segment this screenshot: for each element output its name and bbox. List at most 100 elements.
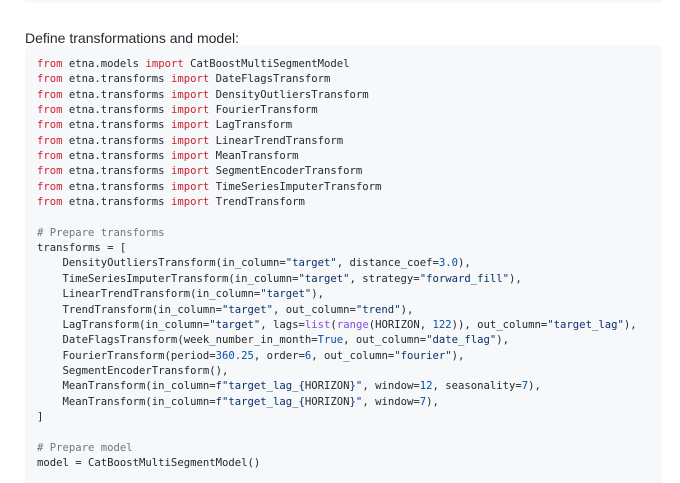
code-text: etna.transforms: [62, 165, 171, 178]
code-content[interactable]: from etna.models import CatBoostMultiSeg…: [37, 57, 637, 471]
code-string: "fourier": [394, 349, 452, 362]
code-text: (HORIZON,: [368, 318, 433, 331]
code-text: DensityOutliersTransform: [209, 88, 369, 101]
code-text: etna.transforms: [62, 73, 171, 86]
code-text: , order=: [253, 349, 305, 362]
code-text: ]: [37, 410, 44, 423]
code-builtin: range: [336, 318, 369, 331]
code-keyword: import: [170, 150, 210, 163]
code-number: 7: [419, 395, 427, 408]
code-line: # Prepare model: [37, 441, 637, 456]
code-builtin: list: [304, 318, 331, 331]
code-text: HORIZON: [304, 395, 350, 408]
code-text: ),: [457, 257, 471, 270]
code-text: HORIZON: [304, 380, 350, 393]
code-line: ]: [37, 410, 637, 425]
code-line: FourierTransform(period=360.25, order=6,…: [37, 349, 637, 364]
code-comment: # Prepare transforms: [37, 226, 165, 239]
code-text: FourierTransform: [209, 104, 318, 117]
code-string: "target": [221, 303, 273, 316]
code-keyword: from: [37, 88, 63, 101]
code-text: transforms = [: [37, 242, 127, 255]
code-text: DensityOutliersTransform(in_column=: [37, 257, 286, 270]
code-line: TimeSeriesImputerTransform(in_column="ta…: [37, 272, 637, 287]
code-line: DateFlagsTransform(week_number_in_month=…: [37, 333, 637, 348]
code-text: MeanTransform(in_column=: [37, 395, 216, 408]
code-text: ),: [311, 288, 325, 301]
code-string: "target": [298, 272, 350, 285]
code-text: (: [330, 318, 337, 331]
code-keyword: from: [37, 165, 63, 178]
code-text: etna.transforms: [62, 119, 171, 132]
code-text: SegmentEncoderTransform(),: [37, 364, 229, 377]
code-keyword: from: [37, 134, 63, 147]
code-line: MeanTransform(in_column=f"target_lag_{HO…: [37, 395, 637, 410]
code-line: # Prepare transforms: [37, 226, 637, 241]
previous-block-edge: [25, 0, 662, 3]
code-text: DateFlagsTransform(week_number_in_month=: [37, 334, 318, 347]
code-text: TrendTransform(in_column=: [37, 303, 222, 316]
code-keyword: import: [170, 180, 210, 193]
code-text: , seasonality=: [432, 380, 522, 393]
code-string: "target_lag": [547, 318, 624, 331]
code-text: ),: [623, 318, 637, 331]
code-text: , window=: [362, 380, 420, 393]
code-text: LinearTrendTransform(in_column=: [37, 288, 261, 301]
code-string: "trend": [355, 303, 401, 316]
code-number: 6: [304, 349, 312, 362]
code-line: from etna.transforms import SegmentEncod…: [37, 164, 637, 179]
code-keyword: from: [37, 119, 63, 132]
code-keyword: import: [170, 165, 210, 178]
code-text: FourierTransform(period=: [37, 349, 216, 362]
section-intro-text: Define transformations and model:: [25, 30, 239, 46]
code-text: ),: [496, 334, 510, 347]
code-text: MeanTransform: [209, 150, 299, 163]
code-number: 7: [521, 380, 529, 393]
code-line: transforms = [: [37, 241, 637, 256]
code-keyword: import: [170, 196, 210, 209]
code-line: from etna.transforms import DensityOutli…: [37, 88, 637, 103]
code-text: LinearTrendTransform: [209, 134, 344, 147]
code-line: TrendTransform(in_column="target", out_c…: [37, 303, 637, 318]
code-string: }": [349, 380, 363, 393]
code-line: from etna.transforms import DateFlagsTra…: [37, 72, 637, 87]
code-block[interactable]: from etna.models import CatBoostMultiSeg…: [25, 45, 662, 483]
code-string: "forward_fill": [419, 272, 509, 285]
code-text: etna.transforms: [62, 150, 171, 163]
code-line: from etna.transforms import FourierTrans…: [37, 103, 637, 118]
code-keyword: import: [170, 88, 210, 101]
code-text: TimeSeriesImputerTransform: [209, 180, 382, 193]
code-line: MeanTransform(in_column=f"target_lag_{HO…: [37, 379, 637, 394]
code-string: f"target_lag_{: [215, 395, 305, 408]
code-text: MeanTransform(in_column=: [37, 380, 216, 393]
code-keyword: from: [37, 180, 63, 193]
code-line: LinearTrendTransform(in_column="target")…: [37, 287, 637, 302]
code-line: DensityOutliersTransform(in_column="targ…: [37, 256, 637, 271]
code-keyword: import: [170, 104, 210, 117]
code-keyword: import: [170, 73, 210, 86]
code-line: from etna.models import CatBoostMultiSeg…: [37, 57, 637, 72]
code-line: ​: [37, 210, 637, 225]
code-text: etna.models: [62, 58, 146, 70]
code-text: ),: [509, 272, 522, 285]
code-keyword: import: [170, 119, 210, 132]
code-text: etna.transforms: [62, 88, 171, 101]
code-text: , window=: [362, 395, 420, 408]
code-number: 122: [432, 318, 452, 331]
code-text: , out_column=: [343, 334, 427, 347]
code-text: , out_column=: [273, 303, 356, 316]
code-text: , distance_coef=: [336, 257, 439, 270]
code-line: model = CatBoostMultiSegmentModel(): [37, 456, 637, 471]
code-text: , out_column=: [311, 349, 395, 362]
code-text: etna.transforms: [62, 134, 171, 147]
code-line: from etna.transforms import MeanTransfor…: [37, 149, 637, 164]
code-number: 3.0: [438, 257, 458, 270]
code-text: ),: [426, 395, 439, 408]
code-string: f"target_lag_{: [215, 380, 305, 393]
code-line: from etna.transforms import LinearTrendT…: [37, 134, 637, 149]
code-text: etna.transforms: [62, 104, 171, 117]
code-text: LagTransform: [209, 119, 293, 132]
code-number: 12: [419, 380, 433, 393]
code-text: TimeSeriesImputerTransform(in_column=: [37, 272, 299, 285]
code-keyword: from: [37, 150, 63, 163]
